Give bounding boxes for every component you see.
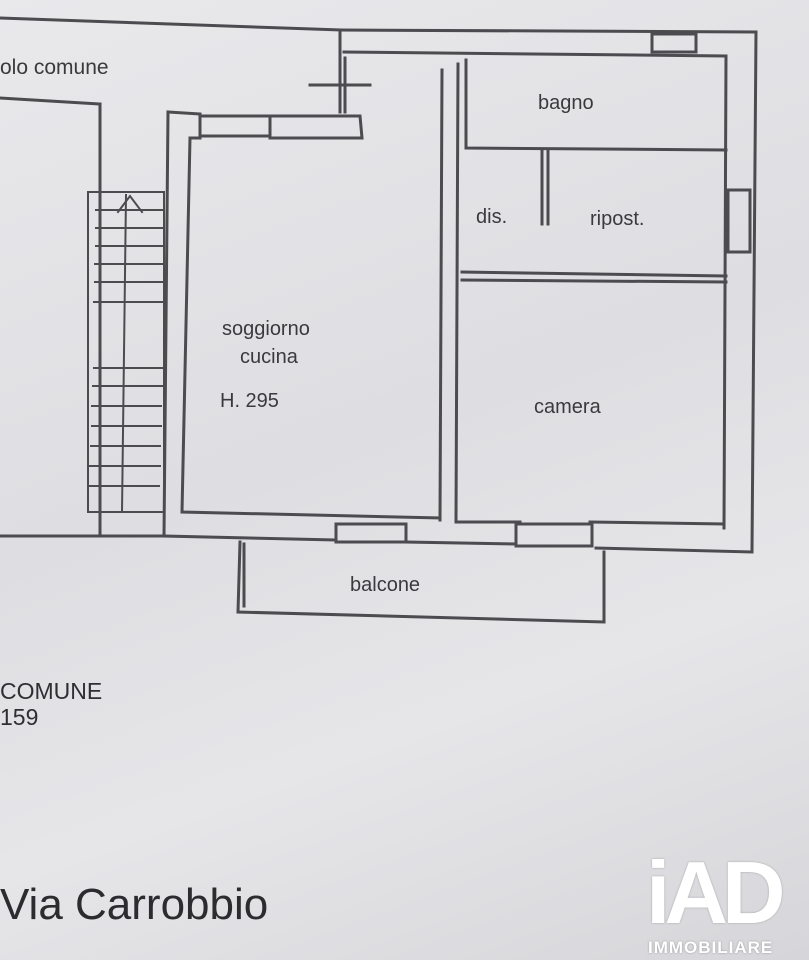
label-comune-block: COMUNE 159 (0, 678, 102, 731)
wall-top-common (0, 16, 342, 32)
label-storage: ripost. (590, 208, 645, 230)
wall-living-left-inner (180, 136, 442, 520)
label-bathroom: bagno (538, 92, 594, 114)
label-kitchen: cucina (240, 346, 298, 368)
wall-bath-bottom (464, 58, 728, 152)
label-balcony: balcone (350, 574, 421, 596)
label-hallway: dis. (476, 206, 508, 228)
street-name: Via Carrobbio (0, 880, 269, 929)
logo-name: iAD (646, 843, 786, 942)
window-right (726, 188, 752, 254)
wall-living-right (438, 62, 460, 522)
window-balcony-door (334, 522, 408, 544)
wall-bedroom-bottom (454, 520, 726, 526)
label-common-area: olo comune (0, 56, 109, 79)
wall-outer-inner (342, 50, 728, 530)
wall-living-left (0, 110, 170, 538)
wall-hall-bottom (460, 270, 728, 284)
window-bedroom (514, 522, 594, 548)
wall-living-top (166, 110, 364, 140)
label-ceiling-height: H. 295 (220, 390, 279, 412)
wall-bottom (162, 534, 518, 546)
balcony-outline (236, 540, 606, 624)
window-bath (650, 32, 698, 54)
label-bedroom: camera (534, 396, 601, 418)
label-comune-number: 159 (0, 704, 39, 731)
label-comune: COMUNE (0, 678, 103, 704)
wall-outer (338, 28, 758, 554)
label-living: soggiorno (222, 318, 310, 340)
staircase (87, 191, 165, 514)
wall-storage-left (540, 148, 550, 226)
iad-logo: iAD IMMOBILIARE (636, 838, 809, 960)
window-living-top (198, 114, 272, 138)
logo-subtitle: IMMOBILIARE (648, 938, 774, 957)
wall-common-bottom (0, 96, 102, 106)
